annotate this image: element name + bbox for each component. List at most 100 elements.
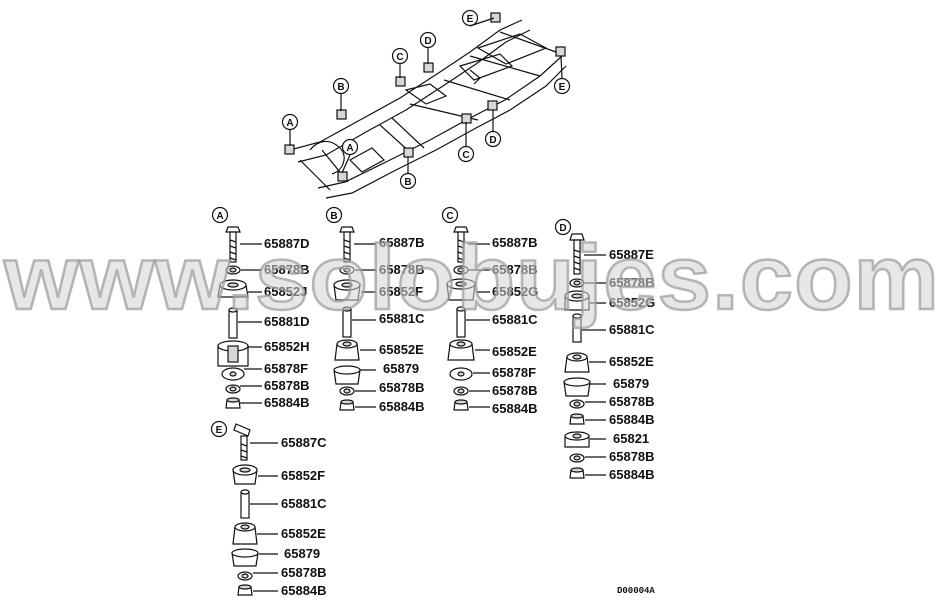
group-a-label: A <box>216 211 223 222</box>
part-number: 65879 <box>383 361 419 376</box>
part-number: 65881C <box>492 312 538 327</box>
bushing-icon <box>334 339 360 361</box>
chassis-frame <box>284 12 567 199</box>
callout-label: E <box>467 14 474 25</box>
callout-label: A <box>286 118 293 129</box>
part-number: 65884B <box>379 399 425 414</box>
part-number: 65878B <box>264 378 310 393</box>
part-number: 65878B <box>609 275 655 290</box>
callout-label: D <box>489 135 496 146</box>
part-number: 65878B <box>609 394 655 409</box>
part-number: 65887B <box>492 235 538 250</box>
callout-circle <box>419 31 437 49</box>
part-number: 65887D <box>264 236 310 251</box>
part-number: 65887C <box>281 435 327 450</box>
bolt-icon <box>225 226 241 263</box>
bushing-icon <box>232 522 258 545</box>
callout-circle <box>332 77 350 95</box>
bushing-icon <box>564 290 590 311</box>
part-number: 65852G <box>492 284 538 299</box>
part-number: 65878F <box>264 361 308 376</box>
group-e: E 65887C 65852F 65881 <box>210 420 327 598</box>
part-number: 65878B <box>281 565 327 580</box>
group-d-circle <box>554 218 572 236</box>
part-number: 65884B <box>609 412 655 427</box>
callout-circle <box>553 77 571 95</box>
cup-icon <box>333 365 361 385</box>
callout-label: C <box>396 52 403 63</box>
callout-label: B <box>404 177 411 188</box>
part-number: 65821 <box>613 431 649 446</box>
collar-icon <box>342 306 352 338</box>
spacer-icon <box>564 431 590 448</box>
callout-label: E <box>559 82 566 93</box>
part-number: 65852E <box>379 342 424 357</box>
part-number: 65881C <box>281 496 327 511</box>
group-e-circle <box>210 420 228 438</box>
bushing-icon <box>217 279 249 298</box>
collar-icon <box>240 489 250 519</box>
bushing-icon <box>232 464 258 485</box>
group-a: A 65887D 65878B 65852J <box>211 206 310 410</box>
callout-circle <box>484 130 502 148</box>
part-number: 65878B <box>379 380 425 395</box>
collar-icon <box>456 306 466 338</box>
part-number: 65852E <box>492 344 537 359</box>
part-number: 65852G <box>609 295 655 310</box>
part-number: 65884B <box>609 467 655 482</box>
callout-circle <box>399 172 417 190</box>
group-c-circle <box>441 206 459 224</box>
bushing-icon <box>446 278 476 301</box>
part-number: 65879 <box>284 546 320 561</box>
part-number: 65881D <box>264 314 310 329</box>
part-number: 65852F <box>379 284 423 299</box>
part-number: 65881C <box>609 322 655 337</box>
part-number: 65884B <box>264 395 310 410</box>
bushing-icon <box>333 279 361 301</box>
part-number: 65887E <box>609 247 654 262</box>
part-number: 65878B <box>492 383 538 398</box>
part-number: 65884B <box>492 401 538 416</box>
callout-label: C <box>462 150 469 161</box>
part-number: 65878B <box>264 262 310 277</box>
bushing-icon <box>447 339 475 361</box>
bushing-icon <box>217 340 249 367</box>
part-number: 65852E <box>609 354 654 369</box>
collar-icon <box>228 307 238 339</box>
group-b: B 65887B 65878B <box>325 206 425 414</box>
group-b-label: B <box>330 211 337 222</box>
bushing-icon <box>564 352 590 373</box>
watermark: www.solobujes.com <box>3 227 940 329</box>
part-number: 65884B <box>281 583 327 598</box>
group-e-label: E <box>216 425 223 436</box>
collar-icon <box>572 313 582 343</box>
part-number: 65852J <box>264 284 307 299</box>
part-number: 65852E <box>281 526 326 541</box>
part-number: 65878B <box>609 449 655 464</box>
cup-icon <box>231 548 259 567</box>
group-b-circle <box>325 206 343 224</box>
drawing-code: D00004A <box>617 586 655 596</box>
part-number: 65881C <box>379 311 425 326</box>
group-c-label: C <box>446 211 453 222</box>
group-c: C 65887B 65878B 65852G <box>441 206 538 416</box>
callout-circle <box>281 113 299 131</box>
group-d: D <box>554 218 655 482</box>
callout-label: B <box>337 82 344 93</box>
callout-circle <box>341 138 359 156</box>
part-number: 65878B <box>492 262 538 277</box>
part-number: 65887B <box>379 235 425 250</box>
part-number: 65878F <box>492 365 536 380</box>
callout-label: A <box>346 143 353 154</box>
callout-circle <box>457 145 475 163</box>
part-number: 65879 <box>613 376 649 391</box>
group-a-circle <box>211 206 229 224</box>
part-number: 65852F <box>281 468 325 483</box>
cup-icon <box>563 377 591 397</box>
group-d-label: D <box>559 223 566 234</box>
bolt-icon <box>339 226 355 263</box>
bolt-icon <box>569 233 585 275</box>
callout-circle <box>391 47 409 65</box>
part-number: 65878B <box>379 262 425 277</box>
